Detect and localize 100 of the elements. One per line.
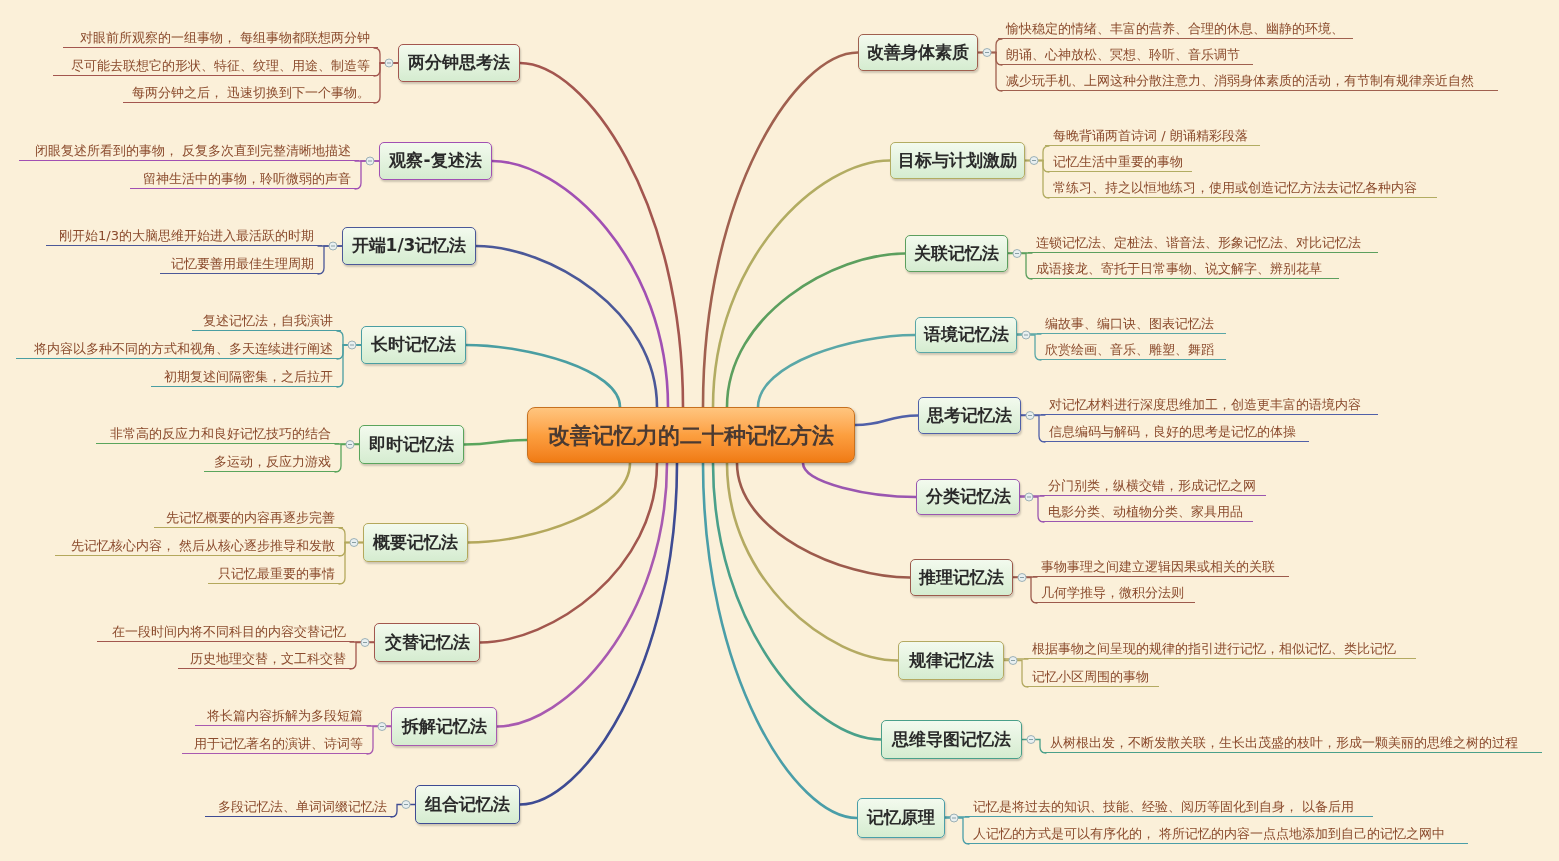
- topic-box: 拆解记忆法: [391, 707, 497, 746]
- subtopic-connector: [977, 51, 1003, 92]
- subtopic-label: 只记忆最重要的事情: [208, 565, 343, 584]
- branch-connector: [518, 461, 679, 806]
- branch-connector: [478, 461, 659, 644]
- subtopic-label: 成语接龙、寄托于日常事物、说文解字、辨别花草: [1028, 260, 1339, 279]
- topic-box: 思维导图记忆法: [881, 720, 1022, 759]
- topic-box: 记忆原理: [857, 798, 945, 838]
- branch-connector: [725, 461, 900, 662]
- subtopic-connector: [1021, 738, 1047, 754]
- branch-connector: [801, 461, 918, 499]
- branch-connector: [462, 438, 529, 446]
- subtopic-label: 用于记忆著名的演讲、诗词等: [182, 735, 371, 754]
- topic-box: 语境记忆法: [915, 317, 1017, 353]
- branch-connector: [466, 461, 632, 544]
- topic-box: 即时记忆法: [359, 425, 464, 464]
- subtopic-label: 记忆是将过去的知识、技能、经验、阅历等固化到自身， 以备后用: [965, 798, 1373, 817]
- subtopic-label: 将长篇内容拆解为多段短篇: [195, 707, 371, 726]
- subtopic-label: 欣赏绘画、音乐、雕塑、舞蹈: [1037, 341, 1226, 360]
- subtopic-label: 记忆要善用最佳生理周期: [160, 255, 322, 274]
- topic-box: 组合记忆法: [415, 785, 520, 824]
- topic-box: 长时记忆法: [361, 326, 466, 364]
- branch-connector: [711, 461, 883, 741]
- subtopic-connector: [1016, 334, 1042, 361]
- subtopic-label: 人记忆的方式是可以有序化的， 将所记忆的内容一点点地添加到自己的记忆之网中: [965, 825, 1468, 844]
- topic-box: 观察-复述法: [379, 142, 492, 180]
- subtopic-label: 刚开始1/3的大脑思维开始进入最活跃的时期: [46, 227, 322, 246]
- topic-box: 开端1/3记忆法: [342, 227, 476, 265]
- subtopic-label: 在一段时间内将不同科目的内容交替记忆: [97, 623, 354, 642]
- subtopic-label: 减少玩手机、上网这种分散注意力、消弱身体素质的活动，有节制有规律亲近自然: [998, 72, 1498, 91]
- topic-box: 思考记忆法: [918, 397, 1021, 434]
- subtopic-label: 对眼前所观察的一组事物， 每组事物都联想两分钟: [63, 29, 378, 48]
- subtopic-connector: [1003, 659, 1029, 688]
- branch-connector: [518, 61, 685, 409]
- subtopic-label: 将内容以多种不同的方式和视角、多天连续进行阐述: [16, 340, 341, 359]
- subtopic-label: 初期复述间隔密集，之后拉开: [151, 368, 341, 387]
- subtopic-label: 历史地理交替，文工科交替: [178, 650, 354, 669]
- subtopic-label: 记忆生活中重要的事物: [1045, 153, 1192, 172]
- subtopic-label: 电影分类、动植物分类、家具用品: [1040, 503, 1253, 522]
- branch-connector: [701, 51, 860, 409]
- topic-box: 两分钟思考法: [398, 44, 520, 82]
- branch-connector: [490, 159, 670, 409]
- topic-box: 概要记忆法: [363, 523, 468, 562]
- topic-box: 规律记忆法: [898, 641, 1004, 680]
- subtopic-label: 多运动，反应力游戏: [204, 453, 339, 472]
- subtopic-connector: [1019, 496, 1045, 523]
- subtopic-label: 从树根出发，不断发散关联，生长出茂盛的枝叶，形成一颗美丽的思维之树的过程: [1042, 734, 1542, 753]
- subtopic-label: 闭眼复述所看到的事物， 反复多次直到完整清晰地描述: [19, 142, 359, 161]
- subtopic-label: 对记忆材料进行深度思维加工，创造更丰富的语境内容: [1041, 396, 1378, 415]
- branch-connector: [853, 414, 920, 427]
- subtopic-connector: [1003, 658, 1029, 660]
- subtopic-label: 复述记忆法，自我演讲: [192, 312, 341, 331]
- subtopic-connector: [338, 541, 364, 585]
- branch-connector: [735, 461, 912, 579]
- subtopic-connector: [317, 245, 343, 275]
- subtopic-label: 先记忆概要的内容再逐步完善: [154, 509, 343, 528]
- subtopic-label: 编故事、编口诀、图表记忆法: [1037, 315, 1226, 334]
- subtopic-connector: [944, 817, 970, 845]
- subtopic-label: 非常高的反应力和良好记忆技巧的结合: [96, 425, 339, 444]
- subtopic-connector: [373, 62, 399, 104]
- branch-connector: [474, 244, 659, 409]
- subtopic-connector: [390, 803, 416, 818]
- subtopic-label: 记忆小区周围的事物: [1024, 668, 1159, 687]
- subtopic-connector: [349, 641, 375, 670]
- central-topic-box: 改善记忆力的二十种记忆方法: [527, 407, 855, 463]
- subtopic-label: 事物事理之间建立逻辑因果或相关的关联: [1033, 558, 1289, 577]
- subtopic-label: 常练习、持之以恒地练习，使用或创造记忆方法去记忆各种内容: [1045, 179, 1437, 198]
- subtopic-connector: [1012, 576, 1038, 604]
- subtopic-label: 几何学推导，微积分法则: [1033, 584, 1195, 603]
- subtopic-connector: [366, 725, 392, 755]
- subtopic-label: 分门别类，纵横交错，形成记忆之网: [1040, 477, 1266, 496]
- topic-box: 改善身体素质: [858, 34, 978, 71]
- subtopic-label: 信息编码与解码，良好的思考是记忆的体操: [1041, 423, 1309, 442]
- subtopic-label: 根据事物之间呈现的规律的指引进行记忆，相似记忆、类比记忆: [1024, 640, 1416, 659]
- subtopic-label: 愉快稳定的情绪、丰富的营养、合理的休息、幽静的环境、: [998, 20, 1353, 39]
- branch-connector: [725, 252, 907, 409]
- subtopic-connector: [336, 344, 362, 388]
- branch-connector: [495, 461, 669, 728]
- subtopic-label: 每晚背诵两首诗词 / 朗诵精彩段落: [1045, 127, 1260, 146]
- topic-box: 分类记忆法: [916, 479, 1020, 515]
- topic-box: 推理记忆法: [910, 559, 1013, 596]
- subtopic-connector: [1024, 159, 1050, 199]
- subtopic-label: 连锁记忆法、定桩法、谐音法、形象记忆法、对比记忆法: [1028, 234, 1378, 253]
- subtopic-label: 留神生活中的事物，聆听微弱的声音: [130, 170, 359, 189]
- subtopic-label: 尽可能去联想它的形状、特征、纹理、用途、制造等: [53, 57, 378, 76]
- topic-box: 关联记忆法: [905, 235, 1008, 272]
- branch-connector: [711, 159, 892, 409]
- subtopic-connector: [354, 160, 380, 190]
- topic-box: 交替记忆法: [374, 623, 480, 662]
- branch-connector: [464, 343, 622, 409]
- subtopic-label: 先记忆核心内容， 然后从核心逐步推导和发散: [55, 537, 343, 556]
- subtopic-connector: [1020, 414, 1046, 443]
- branch-connector: [756, 333, 917, 409]
- branch-connector: [701, 461, 859, 820]
- subtopic-label: 多段记忆法、单词词缀记忆法: [205, 798, 395, 817]
- subtopic-connector: [1007, 252, 1033, 280]
- subtopic-label: 每两分钟之后， 迅速切换到下一个事物。: [123, 84, 378, 103]
- subtopic-label: 朗诵、心神放松、冥想、聆听、音乐调节: [998, 46, 1253, 65]
- topic-box: 目标与计划激励: [890, 142, 1025, 179]
- subtopic-connector: [334, 443, 360, 473]
